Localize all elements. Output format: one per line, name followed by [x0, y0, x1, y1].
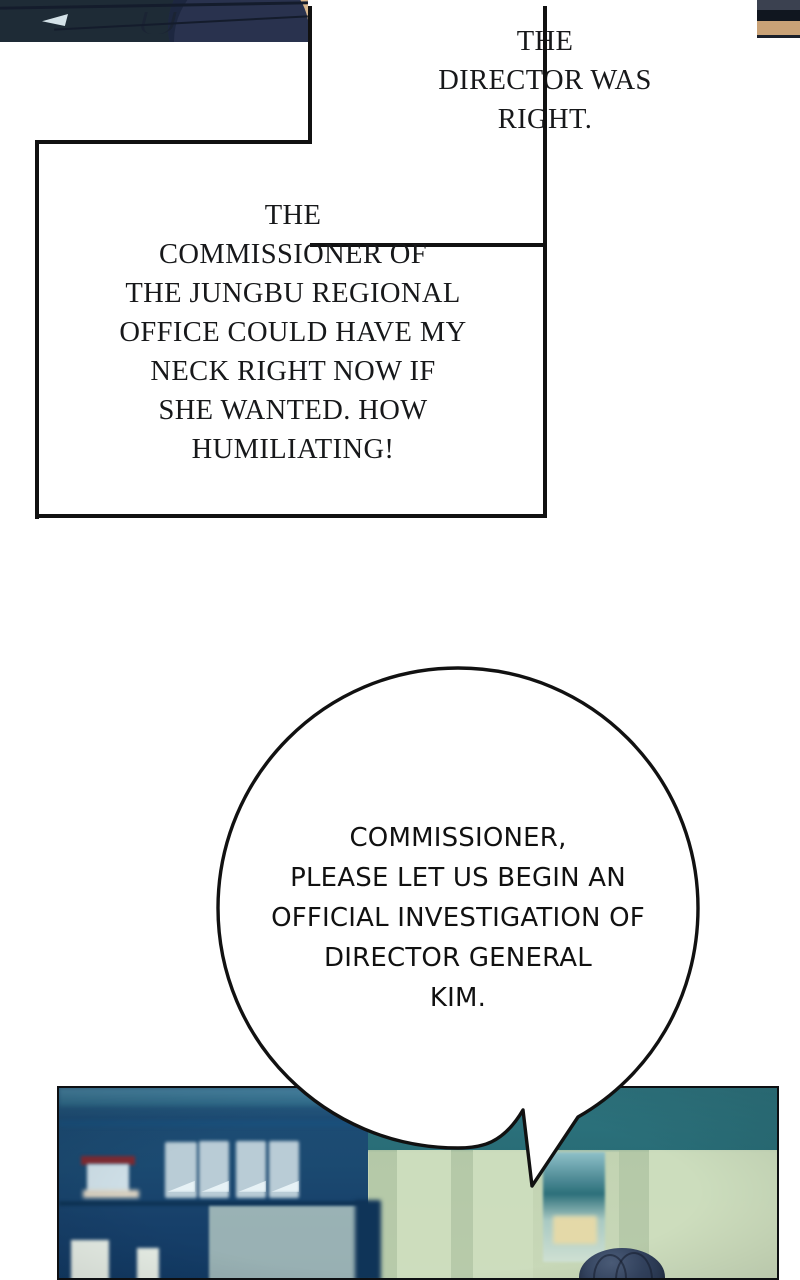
art-strip-tan-band — [757, 21, 800, 35]
art-shelf-lower-edge — [59, 1201, 368, 1206]
art-window-object — [553, 1216, 597, 1244]
top-left-art-strip — [0, 0, 308, 42]
speech-balloon-text: COMMISSIONER, PLEASE LET US BEGIN AN OFF… — [271, 823, 645, 1013]
art-book-2-highlight — [201, 1180, 229, 1192]
art-strip-bottom-band — [757, 35, 800, 38]
art-lower-white-box-1 — [71, 1240, 109, 1278]
art-shelf-upper-edge — [59, 1120, 368, 1127]
art-dark-divider — [355, 1200, 381, 1278]
main-narration-text: THE COMMISSIONER OF THE JUNGBU REGIONAL … — [119, 200, 467, 465]
art-partition-column-2 — [397, 1150, 451, 1278]
art-glass-partition — [209, 1206, 369, 1278]
art-strip-top-band — [757, 0, 800, 10]
art-shelf-ledge — [83, 1190, 139, 1198]
speech-balloon — [216, 666, 700, 1188]
art-book-1-highlight — [167, 1180, 195, 1192]
top-right-art-strip — [757, 0, 800, 38]
narration-caption-box — [34, 6, 548, 519]
art-partition-column-6 — [649, 1150, 777, 1278]
art-book-4-highlight — [271, 1180, 299, 1192]
art-strip-dark-band — [757, 10, 800, 21]
art-picture-frame-inner — [87, 1164, 129, 1194]
art-picture-frame-top — [81, 1156, 135, 1165]
art-partition-column-4 — [473, 1150, 533, 1278]
art-book-3-highlight — [238, 1180, 266, 1192]
art-left-ceiling-band — [59, 1088, 368, 1106]
art-partition-column-3 — [451, 1150, 473, 1278]
art-lower-white-box-2 — [137, 1248, 159, 1278]
